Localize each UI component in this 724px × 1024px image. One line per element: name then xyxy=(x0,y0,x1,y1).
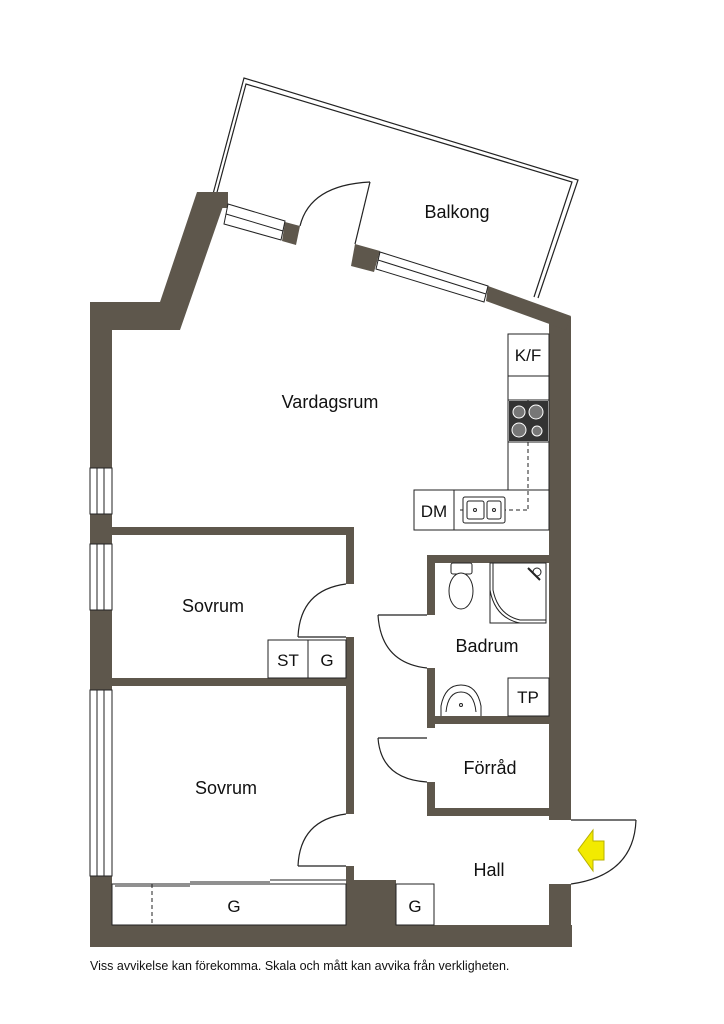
disclaimer-text: Viss avvikelse kan förekomma. Skala och … xyxy=(90,959,510,973)
room-label-sovrum-1: Sovrum xyxy=(182,596,244,616)
stove-icon xyxy=(509,401,548,441)
room-label-badrum: Badrum xyxy=(455,636,518,656)
balcony xyxy=(212,77,579,299)
room-label-vardagsrum: Vardagsrum xyxy=(282,392,379,412)
fixture-label-g-hall: G xyxy=(408,897,421,916)
fixture-label-st: ST xyxy=(277,651,299,670)
fixture-label-g-sovrum-2: G xyxy=(227,897,240,916)
washbasin-icon xyxy=(440,684,482,716)
toilet-icon xyxy=(448,562,474,610)
sovrum-1-closets xyxy=(267,639,347,679)
tp-box xyxy=(507,677,550,717)
room-label-balkong: Balkong xyxy=(424,202,489,222)
room-label-sovrum-2: Sovrum xyxy=(195,778,257,798)
fixture-label-kf: K/F xyxy=(515,346,541,365)
shower-icon xyxy=(489,562,547,624)
fixture-label-dm: DM xyxy=(421,502,447,521)
windows xyxy=(89,203,489,877)
room-label-hall: Hall xyxy=(473,860,504,880)
hall-closet xyxy=(395,883,435,926)
entry-arrow-icon xyxy=(577,828,605,873)
sovrum-2-wardrobe xyxy=(111,879,347,926)
fixture-label-g-sovrum-1: G xyxy=(320,651,333,670)
room-label-forrad: Förråd xyxy=(463,758,516,778)
doors xyxy=(297,181,637,885)
fixture-label-tp: TP xyxy=(517,688,539,707)
kitchen-sink-icon xyxy=(462,496,506,524)
